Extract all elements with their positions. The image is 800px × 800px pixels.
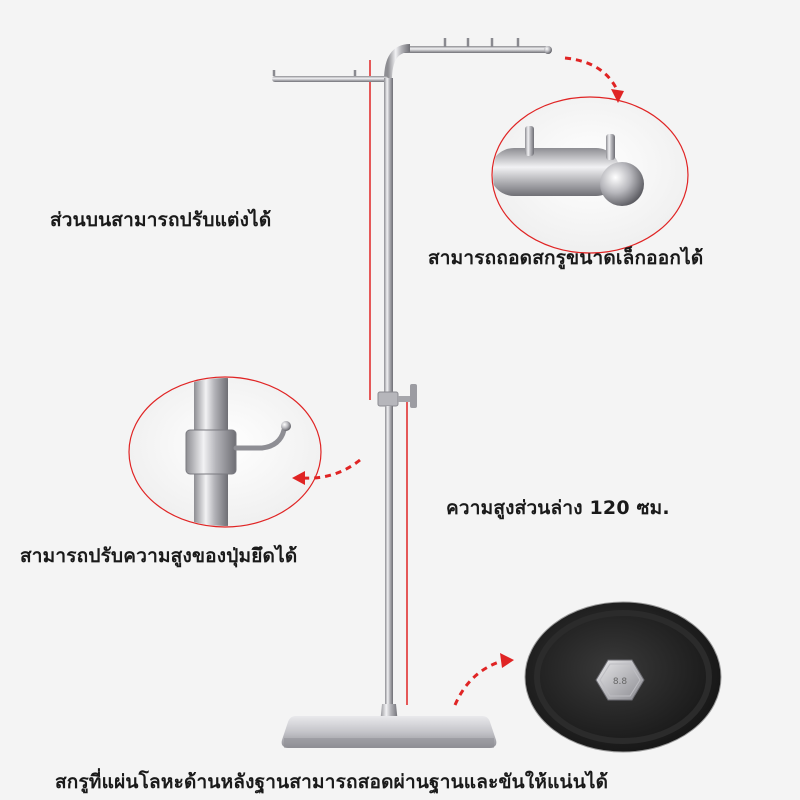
label-adjustable-clamp: สามารถปรับความสูงของปุ่มยึดได้ [20,545,298,567]
upper-pole [384,78,393,398]
zoom-screws [491,96,689,254]
stand-base [281,716,497,748]
label-lower-height: ความสูงส่วนล่าง 120 ซม. [446,497,670,519]
arrow-to-screws [564,56,620,93]
top-arm [384,38,552,81]
arrow-to-clamp [301,458,361,480]
zoom-base-bolt: 8.8 [524,601,722,753]
zoom-clamp [128,376,322,528]
label-upper-adjustable: ส่วนบนสามารถปรับแต่งได้ [50,209,272,231]
lower-pole [385,406,393,706]
label-removable-screws: สามารถถอดสกรูขนาดเล็กออกได้ [428,247,704,269]
left-arm [272,70,388,82]
label-base-screw: สกรูที่แผ่นโลหะด้านหลังฐานสามารถสอดผ่านฐ… [55,771,609,793]
height-clamp [377,384,417,408]
bolt-marking: 8.8 [613,677,628,687]
arrow-to-bolt [453,658,506,706]
hex-bolt-icon [595,659,645,701]
